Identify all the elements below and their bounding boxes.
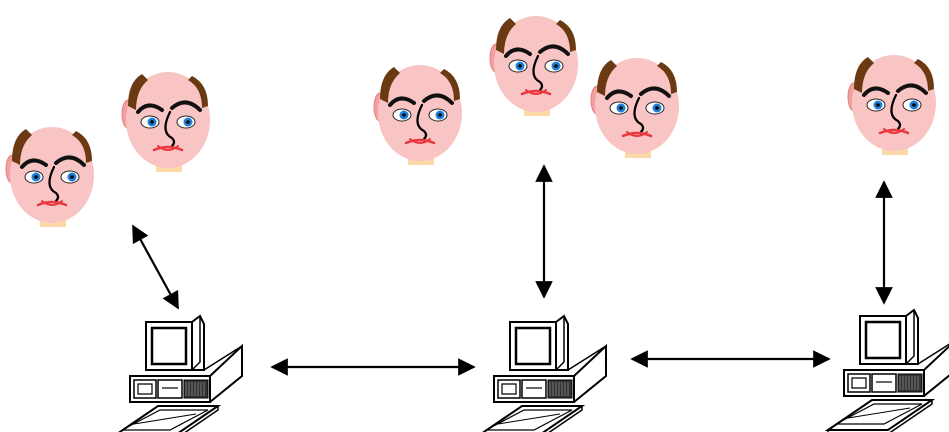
desktop-computer-icon (826, 308, 949, 432)
person-face-icon (846, 53, 938, 157)
desktop-computer-icon (476, 314, 608, 432)
person-face-icon (120, 70, 212, 174)
person-face-icon (372, 63, 464, 167)
desktop-computer-icon (112, 314, 244, 432)
person-face-icon (488, 14, 580, 118)
person-face-icon (4, 125, 96, 229)
person-face-icon (589, 56, 681, 160)
double-headed-arrow-icon (132, 224, 179, 310)
